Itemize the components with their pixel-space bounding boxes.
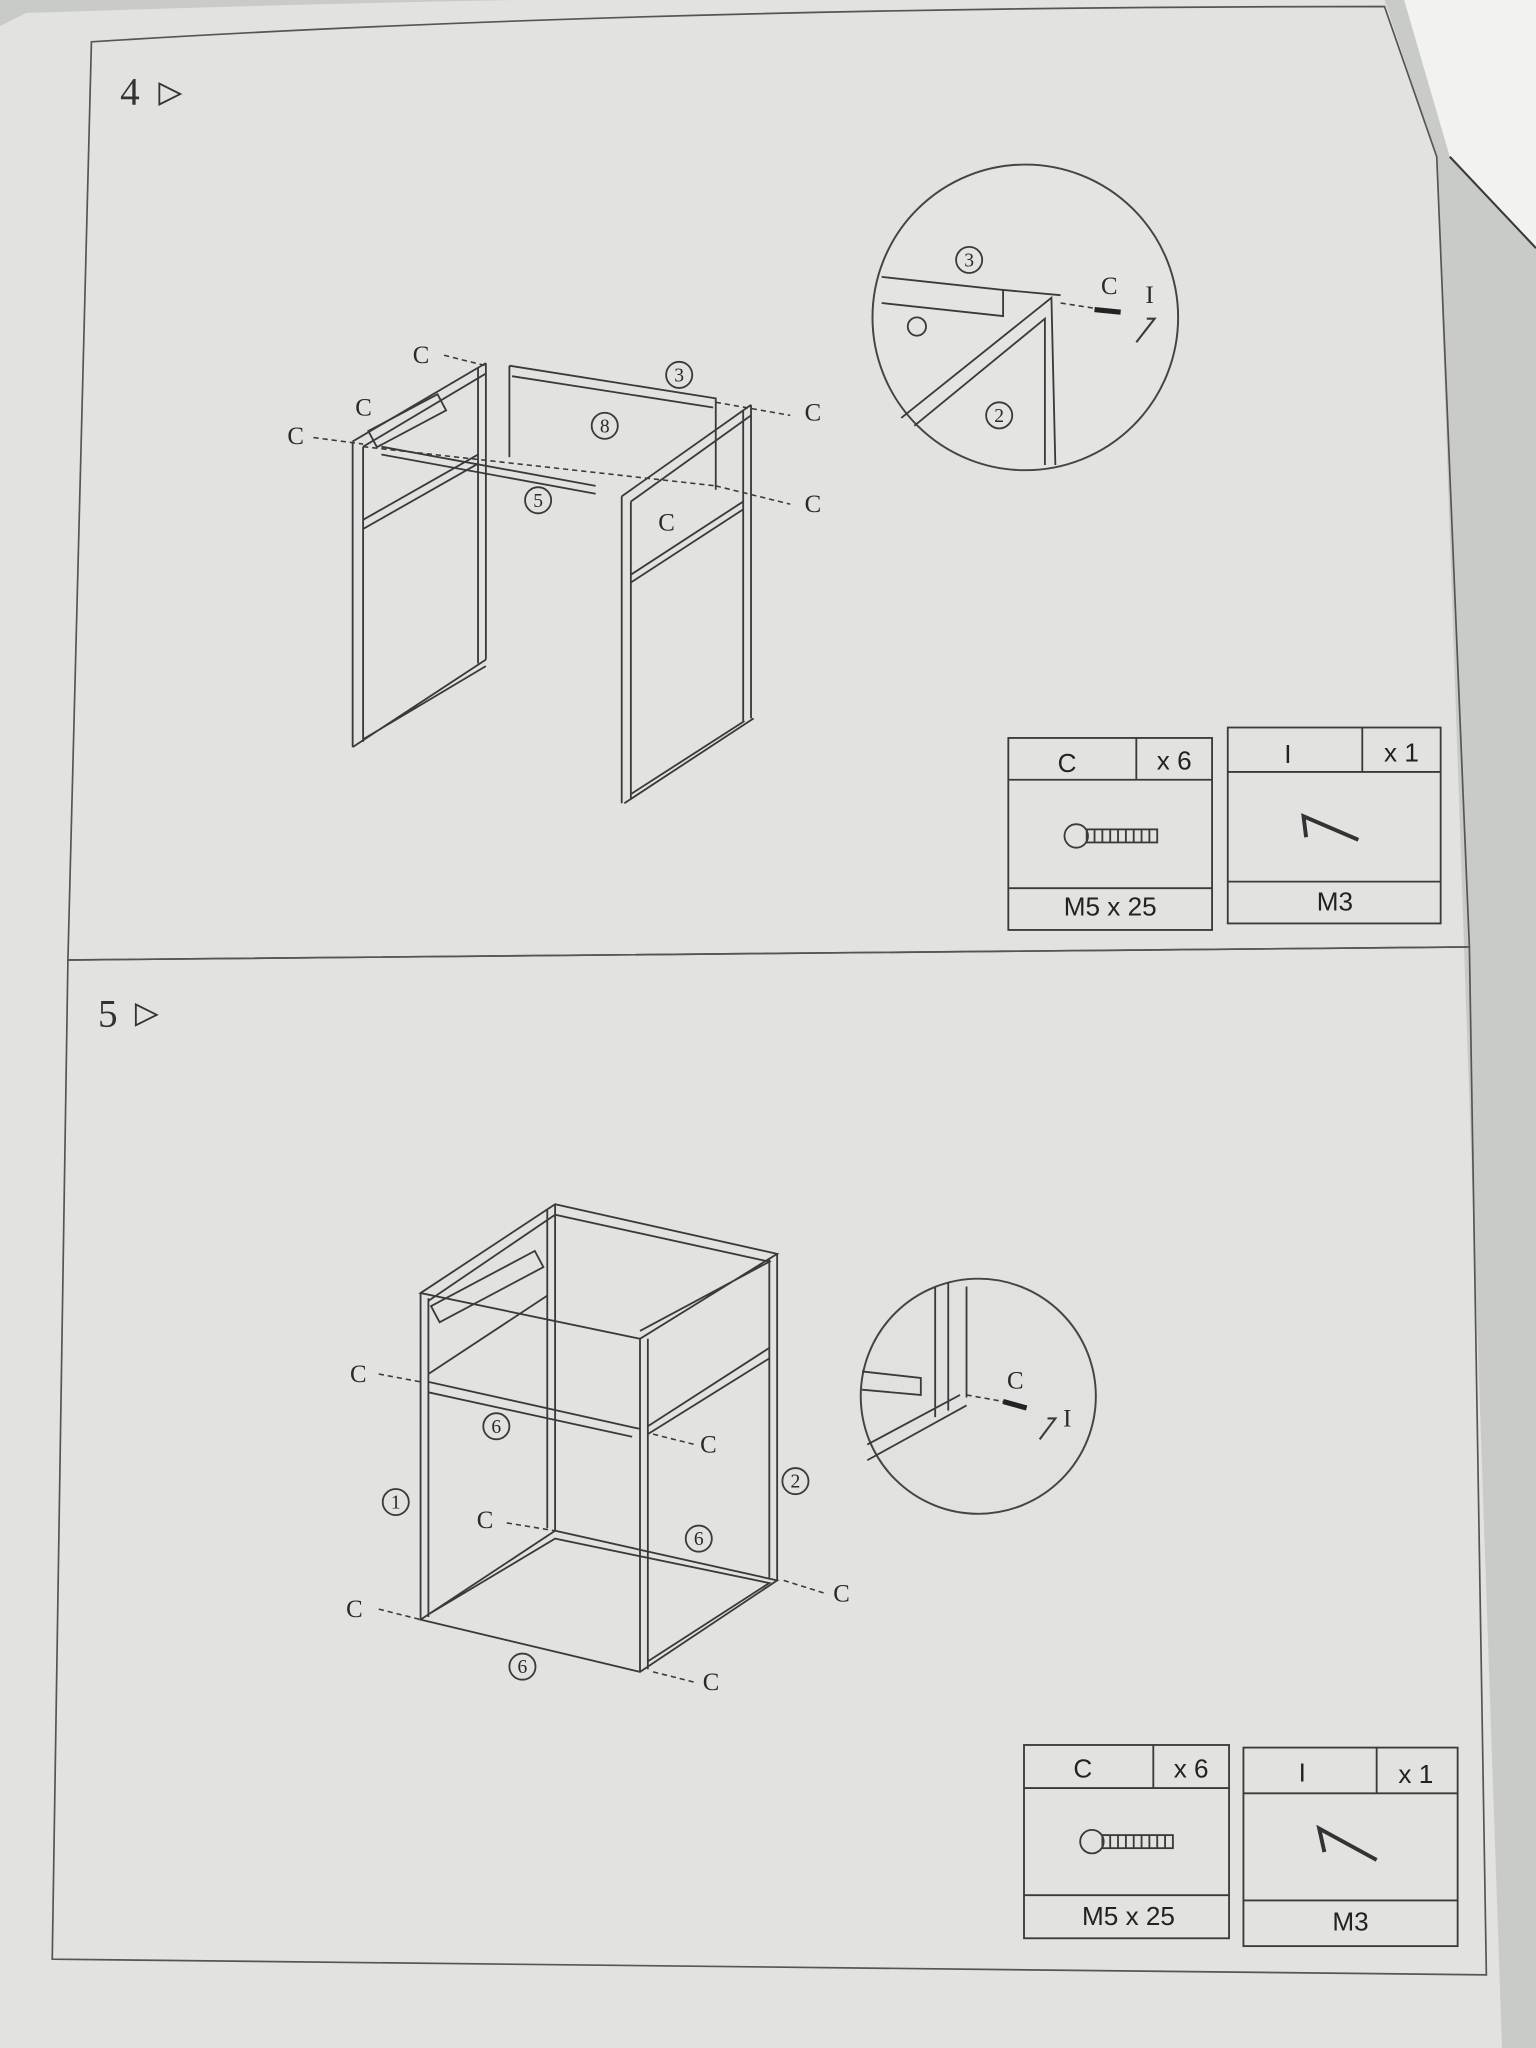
step-4: 4 C C C C C C 3 8 5 <box>120 70 1442 931</box>
label-c: C <box>805 400 822 427</box>
svg-text:I: I <box>1299 1758 1306 1788</box>
part-callout-5: 5 <box>524 486 553 515</box>
paper-sheet <box>0 0 1503 2048</box>
label-c: C <box>477 1507 494 1534</box>
part-callout-3: 3 <box>955 245 984 274</box>
allen-key-icon <box>1316 1824 1378 1862</box>
cabinet-frame-drawing <box>378 1203 826 1684</box>
label-c: C <box>413 342 430 369</box>
part-callout-6: 6 <box>684 1524 713 1553</box>
label-c: C <box>355 394 372 421</box>
svg-text:3: 3 <box>674 365 684 386</box>
svg-text:5: 5 <box>533 491 543 512</box>
hardware-table-i: I x 1 M3 <box>1242 1746 1459 1948</box>
hardware-table-i: I x 1 M3 <box>1226 726 1442 925</box>
screw-icon <box>1079 1828 1174 1855</box>
svg-text:M3: M3 <box>1317 886 1353 916</box>
svg-text:M5 x 25: M5 x 25 <box>1064 892 1157 922</box>
label-c: C <box>703 1669 720 1696</box>
step-5: 5 C C C C C C 6 6 6 1 2 C I C <box>98 993 1459 1948</box>
hardware-table-c: C x 6 M5 x 25 <box>1007 737 1213 931</box>
label-c: C <box>658 509 675 536</box>
label-c: C <box>1007 1367 1024 1394</box>
label-c: C <box>287 423 304 450</box>
svg-text:x 1: x 1 <box>1384 737 1419 767</box>
frame-drawing <box>313 354 791 805</box>
svg-text:x 6: x 6 <box>1174 1754 1209 1784</box>
svg-text:3: 3 <box>964 250 974 271</box>
part-callout-2: 2 <box>781 1467 810 1496</box>
step-5-panel <box>51 946 1488 1976</box>
screw-icon <box>1063 823 1159 849</box>
svg-text:6: 6 <box>518 1657 528 1678</box>
step-arrow-icon <box>134 1002 159 1027</box>
svg-text:C: C <box>1073 1754 1092 1784</box>
svg-text:M3: M3 <box>1332 1906 1368 1936</box>
label-c: C <box>805 491 822 518</box>
allen-key-icon <box>1301 813 1360 842</box>
drawer-slide <box>367 392 448 449</box>
part-callout-2: 2 <box>985 401 1014 430</box>
detail-magnifier: C I 3 2 <box>871 163 1180 472</box>
part-callout-1: 1 <box>381 1488 410 1517</box>
step-number: 4 <box>120 70 140 113</box>
svg-text:6: 6 <box>694 1529 704 1550</box>
svg-text:M5 x 25: M5 x 25 <box>1082 1901 1175 1931</box>
detail-magnifier: C I <box>859 1277 1097 1515</box>
svg-text:2: 2 <box>791 1472 801 1493</box>
part-callout-6: 6 <box>482 1412 511 1441</box>
step-number: 5 <box>98 993 118 1036</box>
part-callout-8: 8 <box>590 411 619 440</box>
label-i: I <box>1145 282 1153 309</box>
step-4-panel <box>67 5 1471 961</box>
part-callout-6: 6 <box>508 1652 537 1681</box>
svg-text:2: 2 <box>994 406 1004 427</box>
next-page-edge <box>1404 0 1536 249</box>
svg-text:8: 8 <box>600 416 610 437</box>
hardware-table-c: C x 6 M5 x 25 <box>1023 1744 1230 1940</box>
svg-text:x 6: x 6 <box>1157 745 1192 775</box>
part-callout-3: 3 <box>665 360 694 389</box>
svg-text:1: 1 <box>391 1493 401 1514</box>
svg-text:6: 6 <box>491 1417 501 1438</box>
label-c: C <box>833 1580 850 1607</box>
label-i: I <box>1063 1405 1071 1432</box>
svg-text:x 1: x 1 <box>1398 1759 1433 1789</box>
svg-text:C: C <box>1058 748 1077 778</box>
step-arrow-icon <box>158 82 183 106</box>
label-c: C <box>1101 273 1118 300</box>
svg-text:I: I <box>1284 739 1291 769</box>
label-c: C <box>346 1596 363 1623</box>
label-c: C <box>700 1431 717 1458</box>
label-c: C <box>350 1361 367 1388</box>
